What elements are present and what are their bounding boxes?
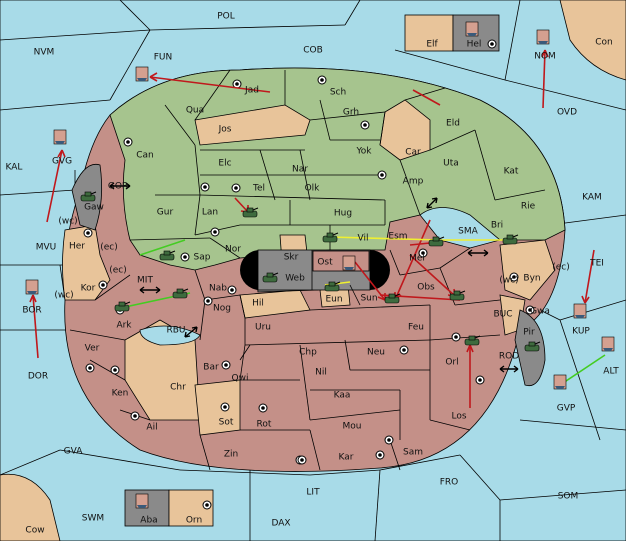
link-gor [109, 182, 131, 190]
order-ost-sun [354, 261, 386, 301]
army-4[interactable] [159, 250, 176, 261]
army-8[interactable] [324, 281, 341, 292]
supply-center-elf [487, 39, 497, 49]
order-jad-fun [149, 76, 271, 93]
supply-center-her [83, 228, 93, 238]
order-mel-obs [409, 254, 456, 297]
link-rod [499, 365, 519, 373]
supply-center-uru [418, 248, 428, 258]
fleet-gvp[interactable] [553, 374, 567, 390]
supply-center-sam [384, 435, 394, 445]
army-13[interactable] [524, 341, 541, 352]
supply-center-nog [203, 296, 213, 306]
province-elf[interactable] [404, 14, 454, 52]
army-10[interactable] [449, 290, 466, 301]
support-her [139, 239, 186, 256]
orders [29, 49, 606, 408]
fleet-kup[interactable] [573, 303, 587, 319]
link-rbu [184, 326, 198, 338]
supply-center-kor [98, 280, 108, 290]
supply-center-yok [377, 170, 387, 180]
province-her-kor[interactable] [62, 224, 111, 301]
fleet-gvg[interactable] [53, 129, 67, 145]
order-tei-kup [584, 249, 595, 304]
supply-center-elc [200, 182, 210, 192]
order-tel-lan [234, 197, 249, 213]
supply-center-tel [231, 183, 241, 193]
army-3[interactable] [502, 234, 519, 245]
fleet-ost[interactable] [342, 255, 356, 271]
army-5[interactable] [114, 301, 131, 312]
fleet-aba[interactable] [135, 493, 149, 509]
army-2[interactable] [322, 232, 339, 243]
supply-center-bar [221, 360, 231, 370]
province-sot[interactable] [194, 379, 241, 436]
fleet-hel[interactable] [465, 21, 479, 37]
army-9[interactable] [384, 293, 401, 304]
supply-center-ken [110, 365, 120, 375]
order-eld [412, 89, 441, 106]
link-mit [139, 286, 161, 294]
supply-center-nab [227, 285, 237, 295]
supply-center-ail [130, 411, 140, 421]
supply-center-grh [360, 120, 370, 130]
army-7[interactable] [262, 272, 279, 283]
convoy-vil [329, 236, 441, 241]
fleet-nom[interactable] [536, 29, 550, 45]
army-14[interactable] [80, 191, 97, 202]
sea-sma [419, 207, 501, 249]
supply-center-nor [210, 227, 220, 237]
order-mvu-gvg [46, 149, 63, 223]
supply-center-sot [220, 402, 230, 412]
supply-center-orn [202, 500, 212, 510]
coast-link-arrows [109, 182, 519, 373]
province-cow[interactable] [0, 473, 61, 542]
link-sma-n [426, 197, 438, 209]
fleet-alt[interactable] [601, 336, 615, 352]
supply-center-pir [525, 305, 535, 315]
fleet-fun[interactable] [135, 66, 149, 82]
support-gvp [559, 354, 606, 386]
order-esm-sun [394, 219, 431, 301]
armies [80, 191, 541, 352]
province-byn[interactable] [499, 239, 556, 301]
supply-center-sap [180, 252, 190, 262]
supply-center-gwa [509, 272, 519, 282]
red-borders [69, 247, 501, 471]
army-12[interactable] [464, 335, 481, 346]
supply-center-los [475, 375, 485, 385]
supply-center-can [123, 137, 133, 147]
fleet-bor[interactable] [25, 279, 39, 295]
order-dor-bor [32, 294, 39, 359]
army-6[interactable] [172, 288, 189, 299]
province-jos[interactable] [194, 104, 311, 146]
order-ovd-nom [542, 49, 546, 109]
supply-center-neu [399, 345, 409, 355]
army-1[interactable] [242, 207, 259, 218]
supply-center-kaa [297, 455, 307, 465]
supply-center-kar [375, 450, 385, 460]
supply-center-sch [317, 75, 327, 85]
sea-rbu [139, 325, 201, 346]
link-sma-e [467, 249, 489, 257]
fleets [25, 21, 615, 509]
supply-center-orl [451, 332, 461, 342]
supply-center-rot [258, 403, 268, 413]
green-borders [129, 69, 546, 259]
supply-center-ver [85, 363, 95, 373]
army-11[interactable] [428, 236, 445, 247]
